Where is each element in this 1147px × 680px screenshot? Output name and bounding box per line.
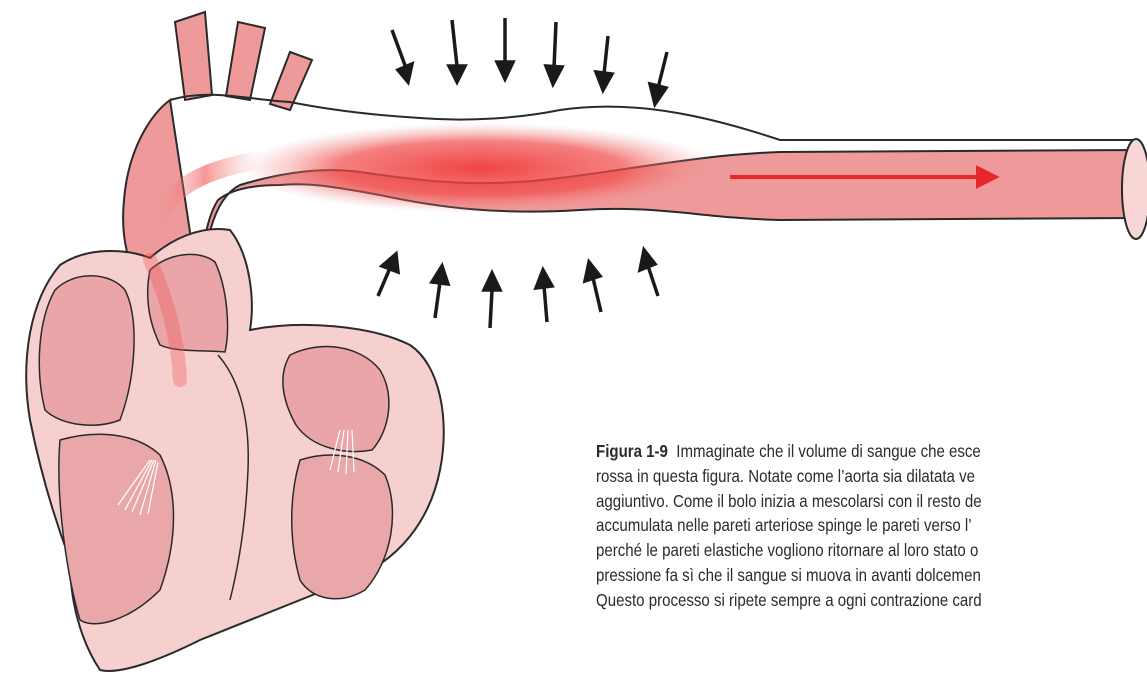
arrow-up-icon — [536, 270, 552, 322]
heart-cross-section — [26, 229, 444, 671]
caption-text: Immaginate che il volume di sangue che e… — [668, 441, 981, 461]
arrow-up-icon — [585, 262, 601, 312]
arrow-up-icon — [378, 254, 398, 296]
arrow-down-icon — [497, 18, 513, 79]
pressure-arrows-top — [392, 18, 667, 104]
arrow-down-icon — [650, 52, 667, 104]
arrow-up-icon — [484, 273, 500, 328]
right-ventricle-chamber — [292, 455, 393, 599]
caption-line-7: Questo processo si ripete sempre a ogni … — [596, 588, 1078, 613]
arrow-down-icon — [596, 36, 612, 90]
vessel-opening — [1122, 139, 1147, 239]
caption-line-5: perché le pareti elastiche vogliono rito… — [596, 538, 1078, 563]
caption-line-6: pressione fa sì che il sangue si muova i… — [596, 563, 1078, 588]
arrow-down-icon — [449, 20, 465, 82]
arrow-up-icon — [640, 250, 658, 296]
arrow-up-icon — [432, 266, 448, 318]
figure-caption: Figura 1-9 Immaginate che il volume di s… — [596, 439, 1078, 613]
caption-line-1: Figura 1-9 Immaginate che il volume di s… — [596, 439, 1078, 464]
pressure-arrows-bottom — [378, 250, 658, 328]
caption-label: Figura 1-9 — [596, 441, 668, 461]
caption-line-3: aggiuntivo. Come il bolo inizia a mescol… — [596, 489, 1078, 514]
arrow-down-icon — [546, 22, 562, 84]
caption-line-2: rossa in questa figura. Notate come l’ao… — [596, 464, 1078, 489]
left-atrium-chamber — [39, 276, 134, 425]
blood-bolus — [240, 123, 720, 213]
arrow-down-icon — [392, 30, 412, 82]
caption-line-4: accumulata nelle pareti arteriose spinge… — [596, 513, 1078, 538]
